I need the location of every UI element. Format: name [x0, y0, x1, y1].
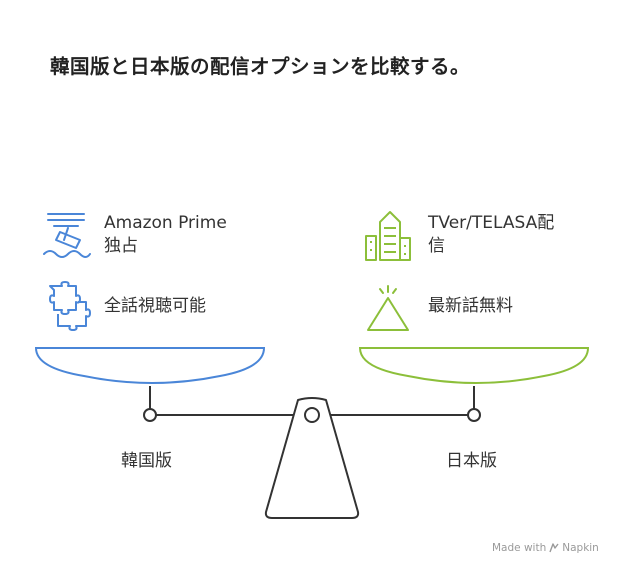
left-joint: [143, 408, 157, 422]
scale-base: [264, 397, 360, 519]
right-side-label: 日本版: [446, 451, 497, 471]
right-joint: [467, 408, 481, 422]
left-item-2-label: 全話視聴可能: [104, 296, 206, 316]
sinking-ship-icon: [43, 213, 91, 258]
watermark-brand: Napkin: [562, 542, 599, 554]
right-item-1-label: TVer/TELASA配 信: [428, 213, 555, 256]
page-title: 韓国版と日本版の配信オプションを比較する。: [50, 55, 471, 78]
right-item-2-label: 最新話無料: [428, 296, 513, 316]
watermark-made-with: Made with: [492, 542, 547, 554]
left-side-label: 韓国版: [121, 451, 172, 471]
right-pan: [358, 347, 590, 384]
city-buildings-icon: [365, 211, 411, 261]
triangle-spark-icon: [367, 285, 409, 331]
pivot: [304, 407, 320, 423]
left-item-1-label: Amazon Prime 独占: [104, 213, 227, 256]
watermark: Made with Napkin: [492, 542, 599, 554]
napkin-logo-icon: [549, 543, 559, 553]
puzzle-piece-icon: [49, 281, 91, 331]
left-pan: [34, 347, 266, 384]
